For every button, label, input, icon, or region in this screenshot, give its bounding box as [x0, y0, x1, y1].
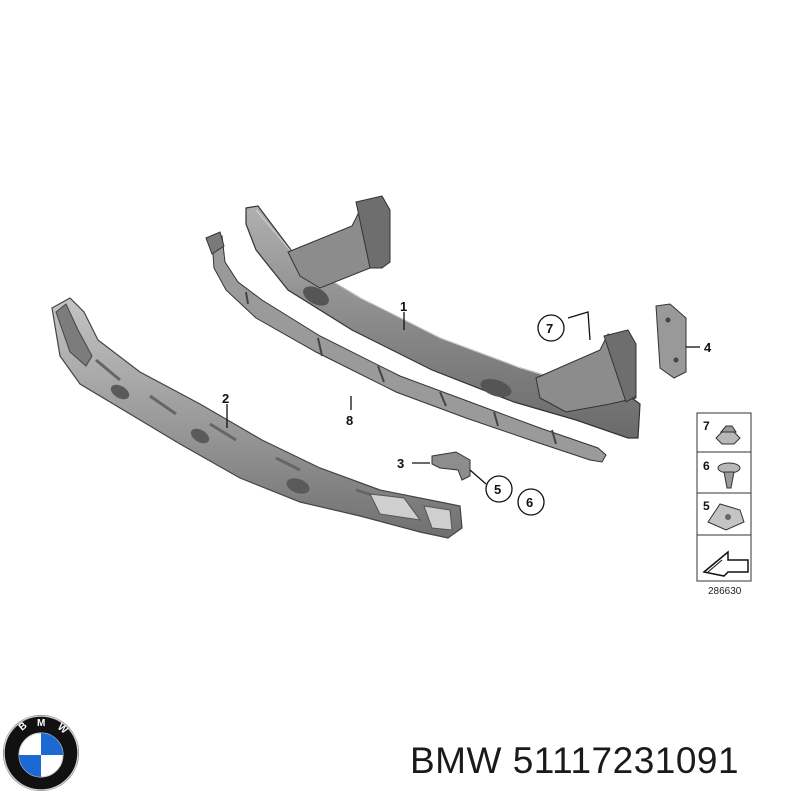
svg-text:7: 7: [546, 321, 553, 336]
fastener-legend: 7 6 5: [696, 412, 752, 582]
part-3-bracket: [431, 451, 471, 481]
drawing-number: 286630: [708, 586, 742, 597]
direction-arrow-icon: [702, 550, 749, 577]
leader-lines: [226, 311, 700, 485]
bmw-roundel-logo: B M W: [3, 715, 79, 791]
part-8-strip: [205, 231, 607, 463]
legend-number-7: 7: [703, 419, 710, 433]
part-number: 51117231091: [512, 740, 740, 781]
circled-callout-6: 6: [517, 488, 545, 516]
part-2-energy-absorber: [51, 297, 463, 539]
brand-name: BMW: [410, 740, 502, 781]
svg-text:5: 5: [494, 482, 501, 497]
callout-4: 4: [704, 340, 712, 355]
callout-3: 3: [397, 456, 404, 471]
hex-nut-icon: [715, 425, 741, 445]
part-caption: BMW 51117231091: [410, 740, 790, 788]
spring-nut-clip-icon: [707, 503, 745, 531]
part-4-plate: [655, 303, 687, 379]
callout-1: 1: [400, 299, 407, 314]
legend-number-6: 6: [703, 459, 710, 473]
callout-8: 8: [346, 413, 353, 428]
part-1-bumper-carrier: [245, 195, 641, 439]
svg-text:M: M: [37, 718, 45, 729]
circled-callout-5: 5: [485, 475, 513, 503]
expanding-rivet-icon: [717, 462, 741, 489]
callout-2: 2: [222, 391, 229, 406]
svg-text:6: 6: [526, 495, 533, 510]
circled-callout-7: 7: [537, 314, 565, 342]
legend-number-5: 5: [703, 499, 710, 513]
